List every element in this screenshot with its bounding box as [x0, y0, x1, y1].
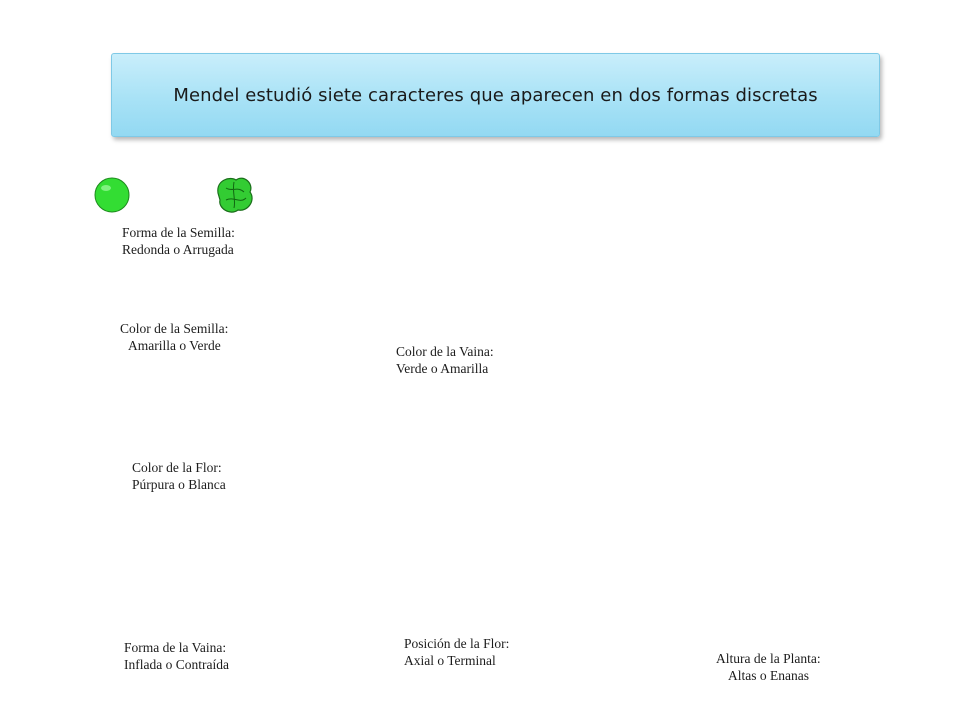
seed-wrinkled-green: [217, 177, 253, 213]
label-plant-height: Altura de la Planta: Altas o Enanas: [716, 650, 821, 684]
label-plant-height-name: Altura de la Planta:: [716, 651, 821, 666]
label-pod-shape-values: Inflada o Contraída: [124, 657, 229, 672]
label-flower-position-name: Posición de la Flor:: [404, 636, 510, 651]
seed-round-green: [94, 177, 130, 213]
label-pod-shape: Forma de la Vaina: Inflada o Contraída: [124, 639, 229, 673]
label-pod-shape-name: Forma de la Vaina:: [124, 640, 227, 655]
label-pod-color: Color de la Vaina: Verde o Amarilla: [396, 343, 494, 377]
label-seed-shape-name: Forma de la Semilla:: [122, 225, 235, 240]
label-seed-color-name: Color de la Semilla:: [120, 321, 229, 336]
label-seed-shape-values: Redonda o Arrugada: [122, 242, 234, 257]
label-seed-shape: Forma de la Semilla: Redonda o Arrugada: [122, 224, 235, 258]
label-flower-position: Posición de la Flor: Axial o Terminal: [404, 635, 509, 669]
label-seed-color-values: Amarilla o Verde: [128, 338, 221, 353]
title-box: Mendel estudió siete caracteres que apar…: [111, 53, 880, 137]
label-flower-color-name: Color de la Flor:: [132, 460, 222, 475]
label-flower-color: Color de la Flor: Púrpura o Blanca: [132, 459, 226, 493]
label-flower-position-values: Axial o Terminal: [404, 653, 496, 668]
label-flower-color-values: Púrpura o Blanca: [132, 477, 226, 492]
label-plant-height-values: Altas o Enanas: [728, 668, 809, 683]
slide-title: Mendel estudió siete caracteres que apar…: [173, 84, 818, 106]
label-pod-color-name: Color de la Vaina:: [396, 344, 494, 359]
label-pod-color-values: Verde o Amarilla: [396, 361, 489, 376]
label-seed-color: Color de la Semilla: Amarilla o Verde: [120, 320, 228, 354]
